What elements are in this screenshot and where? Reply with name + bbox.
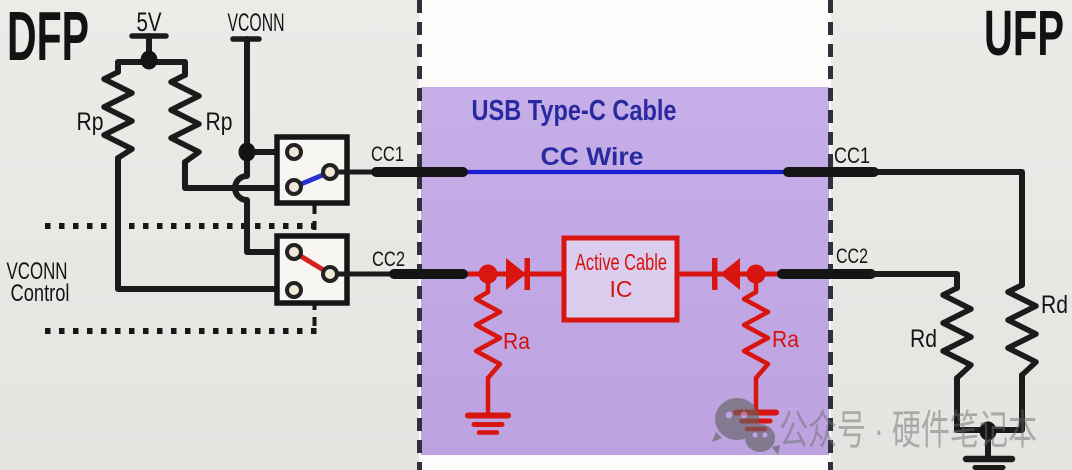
- ufp-cc2-label: CC2: [836, 245, 868, 268]
- cc1-plug-stub-left: [371, 167, 468, 177]
- ra-left-label: Ra: [503, 328, 530, 354]
- ic-label-line2: IC: [610, 276, 633, 302]
- cc1-line: [371, 167, 1025, 288]
- diode-right-cathode-bar: [712, 258, 718, 290]
- rd-left-label: Rd: [910, 325, 937, 353]
- cc2-plug-stub-right: [777, 269, 876, 279]
- rp-resistor-right: [168, 72, 202, 165]
- cc2-mux-switch: [274, 233, 399, 306]
- ra-resistor-right: [741, 289, 771, 381]
- junction-dot-ra-left: [478, 264, 498, 284]
- ground-symbol-ra-left: [465, 412, 511, 435]
- junction-dot-ra-right: [746, 264, 766, 284]
- ufp-rd-network: [940, 282, 1039, 470]
- rd-resistor-right: [1005, 282, 1039, 378]
- diode-left-cathode-bar: [524, 258, 530, 290]
- supply-5v-label: 5V: [137, 7, 162, 37]
- ra-resistor-left: [473, 289, 503, 381]
- rd-resistor-left: [940, 285, 974, 381]
- wechat-bubble-small: [745, 424, 780, 455]
- rp-resistor-left: [101, 69, 135, 161]
- diode-left: [506, 258, 526, 290]
- watermark: 公众号 · 硬件笔记本: [712, 398, 1037, 455]
- rp-right-to-switch1-wire: [182, 159, 280, 191]
- dfp-cc2-label: CC2: [372, 248, 405, 271]
- ufp-cc1-label: CC1: [834, 143, 870, 168]
- ufp-cc1-wire: [873, 169, 1025, 288]
- ra-right-label: Ra: [772, 326, 799, 352]
- diode-right: [720, 258, 740, 290]
- rp-right-label: Rp: [206, 108, 233, 136]
- vconn-label: VCONN: [228, 9, 285, 37]
- switch2-terminal-vconn: [285, 243, 303, 261]
- junction-dot-rd: [979, 421, 997, 441]
- dfp-port-label: DFP: [7, 0, 89, 75]
- cc1-mux-switch: [274, 134, 383, 206]
- cc1-plug-stub-right: [783, 167, 879, 177]
- rd-ground-wires: [954, 372, 1025, 460]
- ufp-cc2-wire: [869, 271, 960, 291]
- wechat-icon: [712, 398, 780, 455]
- switch1-terminal-cc1: [321, 163, 339, 181]
- switch2-terminal-cc2: [321, 265, 339, 283]
- dfp-cc1-label: CC1: [371, 143, 404, 166]
- rp-left-label: Rp: [77, 108, 104, 136]
- vconn-control-label-line1: VCONN: [7, 258, 68, 285]
- watermark-text: 公众号 · 硬件笔记本: [779, 407, 1037, 453]
- ufp-port-label: UFP: [984, 0, 1064, 69]
- ground-symbol-ufp: [962, 455, 1016, 470]
- vconn-control-label-line2: Control: [11, 280, 70, 307]
- switch1-terminal-rp: [285, 178, 303, 196]
- cable-title: USB Type-C Cable: [472, 95, 677, 127]
- cc-wire-label: CC Wire: [541, 143, 644, 171]
- rp-left-to-switch2-wire: [115, 155, 280, 292]
- switch2-terminal-rp: [285, 281, 303, 299]
- junction-dot-5v: [140, 50, 158, 70]
- vconn-rail: [232, 36, 280, 255]
- cc2-plug-stub-left: [389, 269, 468, 279]
- rd-right-label: Rd: [1041, 291, 1068, 319]
- active-cable-ic-box: [561, 235, 680, 323]
- junction-dot-vconn: [238, 142, 256, 162]
- dfp-wiring: [101, 33, 280, 292]
- ic-label-line1: Active Cable: [575, 249, 667, 275]
- switch1-terminal-vconn: [285, 143, 303, 161]
